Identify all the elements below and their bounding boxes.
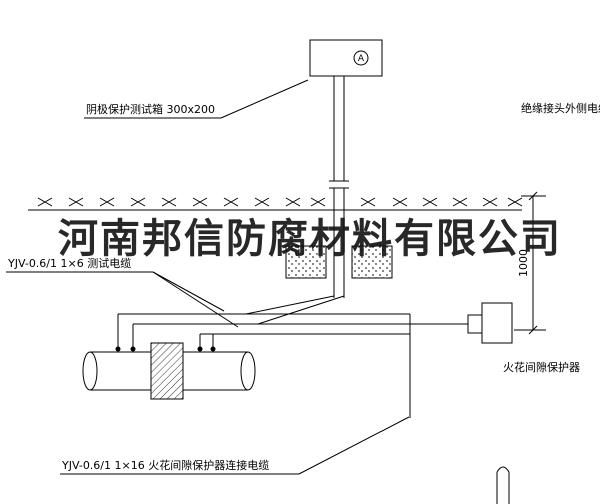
- burial-depth-value: 1000: [517, 249, 530, 277]
- meter-symbol: A: [358, 54, 365, 64]
- riser-symbol: [496, 466, 510, 504]
- ground-hatch-marks: [37, 197, 523, 207]
- dimension-1000: [514, 191, 546, 335]
- label-test-cable: YJV-0.6/1 1×6 测试电缆: [7, 257, 131, 270]
- cable-weld-points: [115, 346, 216, 352]
- label-spark-gap-cable: YJV-0.6/1 1×16 火花间隙保护器连接电缆: [61, 458, 269, 472]
- test-post: [329, 76, 349, 298]
- spark-gap-protector: [467, 302, 513, 344]
- leader-lines: [6, 79, 410, 475]
- pipeline: [82, 342, 256, 400]
- cables: [117, 295, 468, 418]
- foundation-blocks: [285, 245, 393, 279]
- test-box: [309, 39, 383, 77]
- label-spark-gap-protector: 火花间隙保护器: [503, 360, 580, 374]
- label-insulated-joint-cable: 绝缘接头外侧电缆: [521, 101, 600, 115]
- meter-circle-icon: [353, 50, 369, 66]
- label-test-box: 阴极保护测试箱 300x200: [86, 102, 215, 116]
